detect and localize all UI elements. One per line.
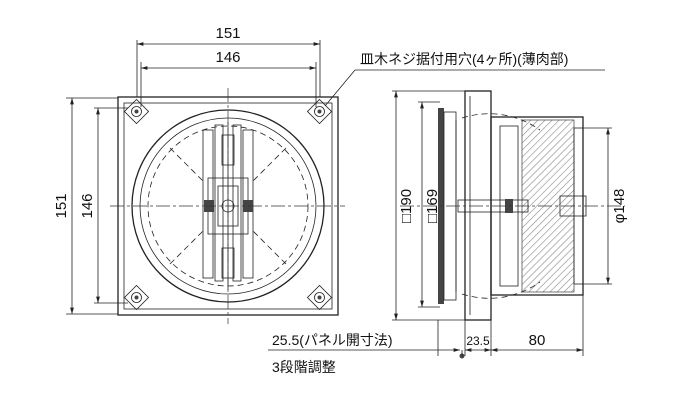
- dim-width-outer: 151: [215, 25, 240, 42]
- side-view: □190 □169 φ148: [268, 90, 628, 359]
- dim-depth: 80: [529, 332, 546, 349]
- hidden-radials: [169, 147, 287, 265]
- screw-hole-annotation: 皿木ネジ据付用穴(4ヶ所)(薄肉部): [360, 51, 568, 67]
- front-flange: [464, 90, 492, 321]
- dim-height-inner: 146: [79, 193, 96, 218]
- dim-height-outer: 151: [53, 193, 70, 218]
- annotation-leader: [324, 69, 605, 107]
- dim-panel-thickness: 23.5: [466, 334, 490, 348]
- front-view: 151 146 151 146: [53, 25, 345, 324]
- screw-hole-bottom-right: [306, 284, 333, 311]
- dim-width-inner: 146: [215, 49, 240, 66]
- hidden-arc-top: [461, 113, 541, 131]
- dim-diameter: φ148: [611, 189, 628, 224]
- panel-opening-label: 25.5(パネル開寸法): [272, 332, 393, 348]
- screw-hole-bottom-left: [123, 284, 150, 311]
- hidden-arc-bottom: [461, 281, 541, 299]
- adjust-note: 3段階調整: [272, 359, 336, 375]
- screw-hole-top-left: [123, 98, 150, 125]
